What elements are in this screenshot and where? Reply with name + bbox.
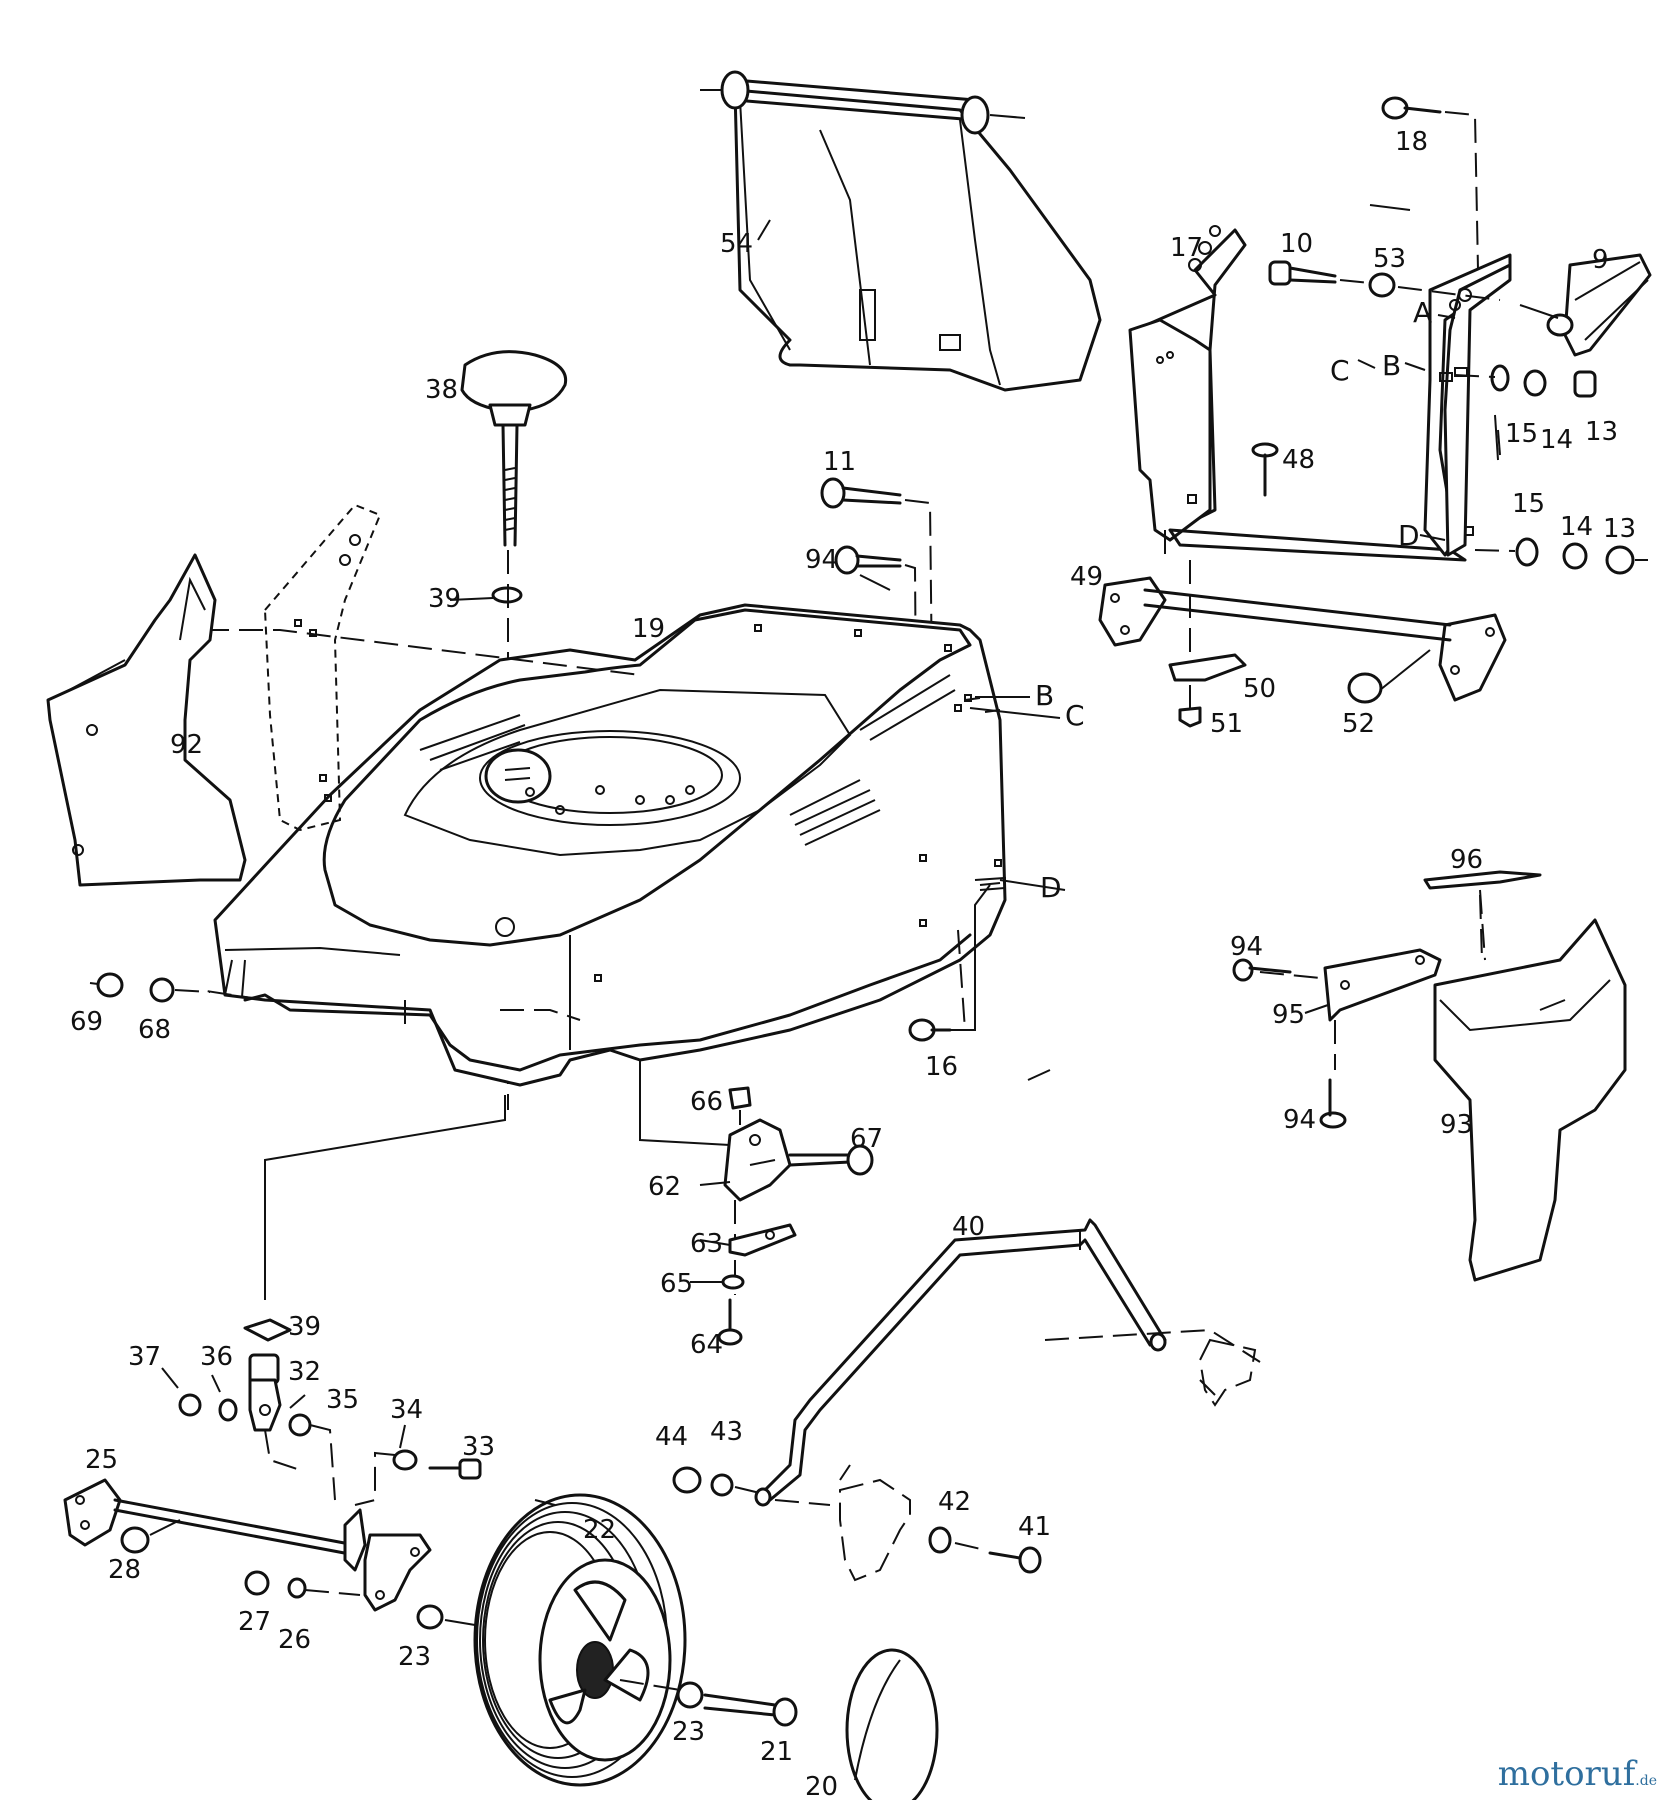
callout-label: 15 bbox=[1512, 489, 1545, 519]
bolt-10 bbox=[1268, 260, 1501, 301]
callout-label: 32 bbox=[288, 1357, 321, 1387]
bolt-18 bbox=[1381, 96, 1479, 271]
callout-label: 16 bbox=[925, 1052, 958, 1082]
callout-label: 22 bbox=[583, 1515, 616, 1545]
callout-label: 38 bbox=[425, 375, 458, 405]
callout-label: 96 bbox=[1450, 845, 1483, 875]
callout-label: 94 bbox=[805, 545, 838, 575]
fastener-set-lower bbox=[1474, 537, 1648, 575]
callout-label: 43 bbox=[710, 1417, 743, 1447]
nuts-69-68 bbox=[89, 972, 211, 1003]
callout-label: 67 bbox=[850, 1124, 883, 1154]
callout-label: 35 bbox=[326, 1385, 359, 1415]
handle-clamp-part bbox=[1519, 253, 1652, 357]
callout-label: 94 bbox=[1283, 1105, 1316, 1135]
callout-label: 54 bbox=[720, 229, 753, 259]
callout-label: 23 bbox=[398, 1642, 431, 1672]
callout-label: 49 bbox=[1070, 562, 1103, 592]
callout-label: 94 bbox=[1230, 932, 1263, 962]
push-handle-part bbox=[754, 1218, 1261, 1507]
callout-label: 50 bbox=[1243, 674, 1276, 704]
wheel-bracket-62 bbox=[723, 1086, 874, 1202]
callout-label: 44 bbox=[655, 1422, 688, 1452]
fasteners-41-44 bbox=[672, 1464, 1042, 1582]
callout-label: 10 bbox=[1280, 229, 1313, 259]
callout-label: 23 bbox=[672, 1717, 705, 1747]
callout-label: 25 bbox=[85, 1445, 118, 1475]
callout-label: 21 bbox=[760, 1737, 793, 1767]
callout-label: 9 bbox=[1592, 245, 1609, 275]
reference-tag: C bbox=[1330, 354, 1350, 387]
callout-label: 64 bbox=[690, 1330, 723, 1360]
callout-label: 69 bbox=[70, 1007, 103, 1037]
bolt-94-upper bbox=[834, 545, 919, 961]
grass-catcher-part bbox=[700, 70, 1102, 392]
watermark-logo: motoruf.de bbox=[1498, 1754, 1657, 1794]
strip-part-96 bbox=[1423, 870, 1542, 961]
wheel-part bbox=[473, 1493, 687, 1787]
callout-label: 63 bbox=[690, 1229, 723, 1259]
callout-labels: 54 18 17 10 53 9 A C B 15 14 13 48 15 14… bbox=[70, 127, 1636, 1800]
callout-label: 37 bbox=[128, 1342, 161, 1372]
callout-label: 11 bbox=[823, 447, 856, 477]
height-adjust-mechanism bbox=[161, 1318, 482, 1506]
watermark-tld: .de bbox=[1635, 1773, 1657, 1789]
rear-axle-part bbox=[1098, 576, 1507, 702]
rear-flap-part-92 bbox=[46, 553, 247, 887]
callout-label: 18 bbox=[1395, 127, 1428, 157]
callout-label: 48 bbox=[1282, 445, 1315, 475]
callout-label: 34 bbox=[390, 1395, 423, 1425]
reference-tag: B bbox=[1035, 679, 1054, 712]
dashed-bracket-left bbox=[263, 503, 382, 832]
callout-label: 19 bbox=[632, 614, 665, 644]
callout-label: 20 bbox=[805, 1772, 838, 1800]
callout-label: 13 bbox=[1585, 417, 1618, 447]
callout-label: 15 bbox=[1505, 419, 1538, 449]
screw-48 bbox=[1251, 442, 1279, 497]
watermark-brand: motoruf bbox=[1497, 1754, 1636, 1794]
callout-label: 42 bbox=[938, 1487, 971, 1517]
wheel-bolt-21 bbox=[619, 1679, 798, 1727]
handle-bracket-part bbox=[1128, 225, 1512, 562]
callout-label: 26 bbox=[278, 1625, 311, 1655]
front-axle-part bbox=[63, 1478, 357, 1557]
callout-label: 17 bbox=[1170, 233, 1203, 263]
callout-label: 13 bbox=[1603, 514, 1636, 544]
bolt-94-right bbox=[1232, 958, 1347, 1129]
callout-label: 40 bbox=[952, 1212, 985, 1242]
bracket-95 bbox=[1259, 948, 1442, 1070]
callout-label: 39 bbox=[288, 1312, 321, 1342]
wheel-bracket-lower bbox=[244, 1508, 476, 1630]
callout-leaders bbox=[449, 204, 1456, 1283]
callout-label: 92 bbox=[170, 730, 203, 760]
bracket-63 bbox=[717, 1200, 797, 1346]
callout-label: 62 bbox=[648, 1172, 681, 1202]
callout-label: 36 bbox=[200, 1342, 233, 1372]
reference-tag: B bbox=[1382, 349, 1401, 382]
callout-label: 33 bbox=[462, 1432, 495, 1462]
bolt-16 bbox=[908, 1018, 952, 1042]
reference-tag: D bbox=[1398, 519, 1420, 552]
callout-label: 93 bbox=[1440, 1110, 1473, 1140]
reference-tag: C bbox=[1065, 699, 1085, 732]
callout-label: 52 bbox=[1342, 709, 1375, 739]
hubcap-part bbox=[845, 1648, 939, 1800]
callout-label: 14 bbox=[1560, 512, 1593, 542]
callout-label: 41 bbox=[1018, 1512, 1051, 1542]
callout-label: 14 bbox=[1540, 425, 1573, 455]
callout-label: 65 bbox=[660, 1269, 693, 1299]
mower-deck-part bbox=[213, 603, 1061, 1087]
callout-label: 27 bbox=[238, 1607, 271, 1637]
reference-tag: A bbox=[1413, 296, 1432, 329]
callout-label: 68 bbox=[138, 1015, 171, 1045]
callout-label: 95 bbox=[1272, 1000, 1305, 1030]
callout-label: 53 bbox=[1373, 244, 1406, 274]
front-flap-part-93 bbox=[1433, 918, 1627, 1282]
fastener-set-upper bbox=[1454, 364, 1597, 461]
callout-label: 28 bbox=[108, 1555, 141, 1585]
callout-label: 66 bbox=[690, 1087, 723, 1117]
callout-label: 51 bbox=[1210, 709, 1243, 739]
latch-parts bbox=[1168, 560, 1431, 728]
